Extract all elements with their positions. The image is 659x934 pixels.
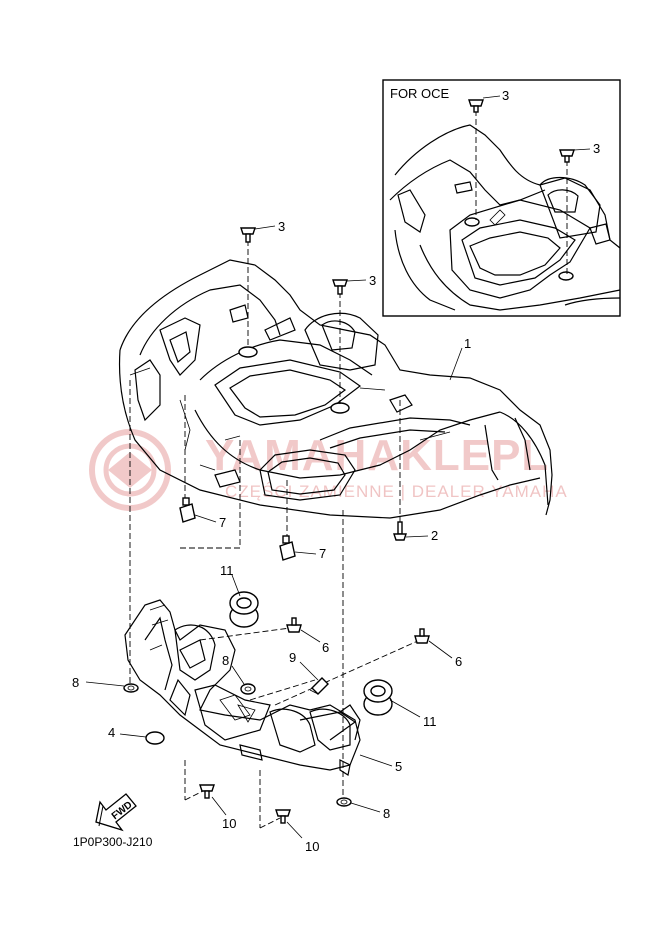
washer-8b-icon bbox=[240, 683, 256, 695]
inset-title: FOR OCE bbox=[390, 86, 450, 101]
front-lower-panel bbox=[124, 599, 361, 776]
washer-8a-icon bbox=[123, 683, 139, 693]
callout-11b: 11 bbox=[423, 714, 437, 729]
callout-8a: 8 bbox=[72, 675, 79, 690]
callout-8b: 8 bbox=[222, 653, 229, 668]
callout-7a: 7 bbox=[219, 515, 226, 530]
callout-8c: 8 bbox=[383, 806, 390, 821]
assembly-lines bbox=[129, 240, 421, 829]
callout-2: 2 bbox=[431, 528, 438, 543]
grommet-11a-icon bbox=[229, 591, 259, 628]
grommet-11b-icon bbox=[363, 679, 393, 716]
screw-3a-icon bbox=[240, 227, 256, 243]
callout-4: 4 bbox=[108, 725, 115, 740]
watermark-subtitle: CZĘŚCI ZAMIENNE | DEALER YAMAHA bbox=[225, 482, 568, 501]
nut-7b-icon bbox=[279, 535, 296, 561]
watermark-title: YAMAHAKLEPL bbox=[205, 431, 549, 480]
callout-6b: 6 bbox=[455, 654, 462, 669]
inset-screw-b-icon bbox=[559, 149, 575, 163]
callout-6a: 6 bbox=[322, 640, 329, 655]
callout-10a: 10 bbox=[222, 816, 236, 831]
bolt-6a-icon bbox=[286, 617, 302, 633]
callout-3b: 3 bbox=[369, 273, 376, 288]
inset-screw-a-icon bbox=[468, 99, 484, 113]
callout-5: 5 bbox=[395, 759, 402, 774]
part-code: 1P0P300-J210 bbox=[73, 835, 153, 849]
washer-8c-icon bbox=[336, 797, 352, 807]
inset-oce: FOR OCE 3 3 bbox=[382, 79, 621, 317]
callout-9: 9 bbox=[289, 650, 296, 665]
front-fender bbox=[118, 259, 553, 519]
cap-4-icon bbox=[145, 731, 165, 745]
fwd-arrow-icon: FWD bbox=[95, 793, 137, 832]
screw-2-icon bbox=[393, 521, 407, 541]
watermark: YAMAHAKLEPL CZĘŚCI ZAMIENNE | DEALER YAM… bbox=[89, 429, 568, 511]
callout-inset-3a: 3 bbox=[502, 88, 509, 103]
callout-11a: 11 bbox=[220, 563, 234, 578]
clip-9-icon bbox=[309, 677, 329, 695]
bolt-10b-icon bbox=[275, 809, 291, 824]
callout-inset-3b: 3 bbox=[593, 141, 600, 156]
callout-10b: 10 bbox=[305, 839, 319, 854]
callout-7b: 7 bbox=[319, 546, 326, 561]
callout-3a: 3 bbox=[278, 219, 285, 234]
callout-1: 1 bbox=[464, 336, 471, 351]
screw-3b-icon bbox=[332, 279, 348, 295]
bolt-10a-icon bbox=[199, 784, 215, 799]
bolt-6b-icon bbox=[414, 628, 430, 644]
nut-7a-icon bbox=[179, 497, 196, 523]
